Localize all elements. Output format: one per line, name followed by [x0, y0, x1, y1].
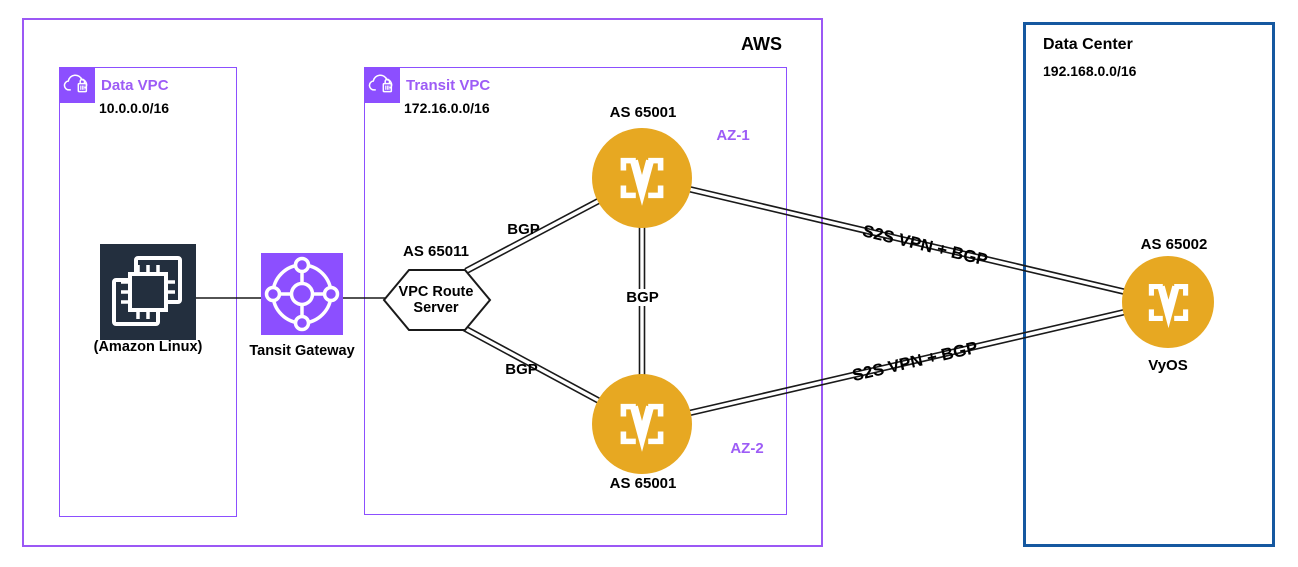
data-center-cidr: 192.168.0.0/16 — [1043, 63, 1137, 79]
transit-gateway-caption: Tansit Gateway — [249, 343, 355, 359]
data-vpc-badge — [59, 67, 95, 103]
transit-vpc-badge — [364, 67, 400, 103]
transit-vpc-cidr: 172.16.0.0/16 — [404, 100, 490, 116]
ec2-instance-caption: (Amazon Linux) — [93, 339, 203, 355]
vyos-router-dc-icon — [1122, 256, 1214, 348]
vyos-router-az2-icon — [592, 374, 692, 474]
vpc-cloud-lock-icon — [368, 74, 393, 93]
data-vpc-boundary — [59, 67, 237, 517]
vyos-dc-caption: VyOS — [1148, 357, 1188, 374]
aws-cloud-label: AWS — [741, 34, 783, 54]
route-server-hexagon — [382, 269, 492, 331]
az1-label: AZ-1 — [716, 127, 750, 144]
bgp-label-route-server-az1: BGP — [507, 221, 540, 238]
route-server-asn: AS 65011 — [403, 243, 469, 260]
data-vpc-cidr: 10.0.0.0/16 — [99, 100, 170, 116]
az2-label: AZ-2 — [730, 440, 764, 457]
vpc-cloud-lock-icon — [63, 74, 88, 93]
transit-vpc-boundary — [364, 67, 787, 515]
aws-cloud-boundary — [22, 18, 823, 547]
transit-gateway-icon — [261, 253, 343, 335]
data-center-boundary — [1023, 22, 1275, 547]
route-server-label: VPC Route Server — [398, 284, 474, 316]
vyos-dc-asn: AS 65002 — [1140, 236, 1208, 253]
vyos-az1-asn: AS 65001 — [609, 104, 677, 121]
ec2-instance-icon — [100, 244, 196, 340]
transit-vpc-title: Transit VPC — [406, 77, 491, 94]
data-vpc-title: Data VPC — [101, 77, 169, 94]
vyos-az2-asn: AS 65001 — [609, 475, 677, 492]
vyos-router-az1-icon — [592, 128, 692, 228]
bgp-label-az1-az2: BGP — [620, 289, 665, 306]
bgp-label-route-server-az2: BGP — [505, 361, 538, 378]
data-center-title: Data Center — [1043, 36, 1133, 53]
